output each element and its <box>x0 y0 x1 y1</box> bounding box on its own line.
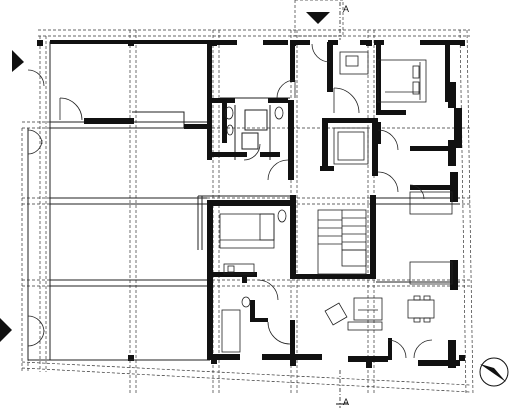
structural-grid <box>21 29 474 396</box>
section-arrow-icon <box>306 12 330 24</box>
section-marker-top: A <box>343 4 349 14</box>
door-swings <box>27 43 433 359</box>
dining-table <box>407 299 435 319</box>
partition-lines <box>27 41 460 361</box>
sofa <box>353 297 383 321</box>
double-bed <box>377 59 427 103</box>
entry-arrow-icon <box>0 318 12 342</box>
load-bearing-walls <box>50 40 462 368</box>
entry-arrow-icon <box>12 50 24 72</box>
furniture <box>219 51 453 353</box>
section-marker-bottom: A <box>343 397 349 407</box>
north-arrow-icon <box>479 357 509 387</box>
armchair <box>324 302 348 326</box>
single-bed <box>219 213 275 249</box>
section-tag-top <box>294 0 344 37</box>
